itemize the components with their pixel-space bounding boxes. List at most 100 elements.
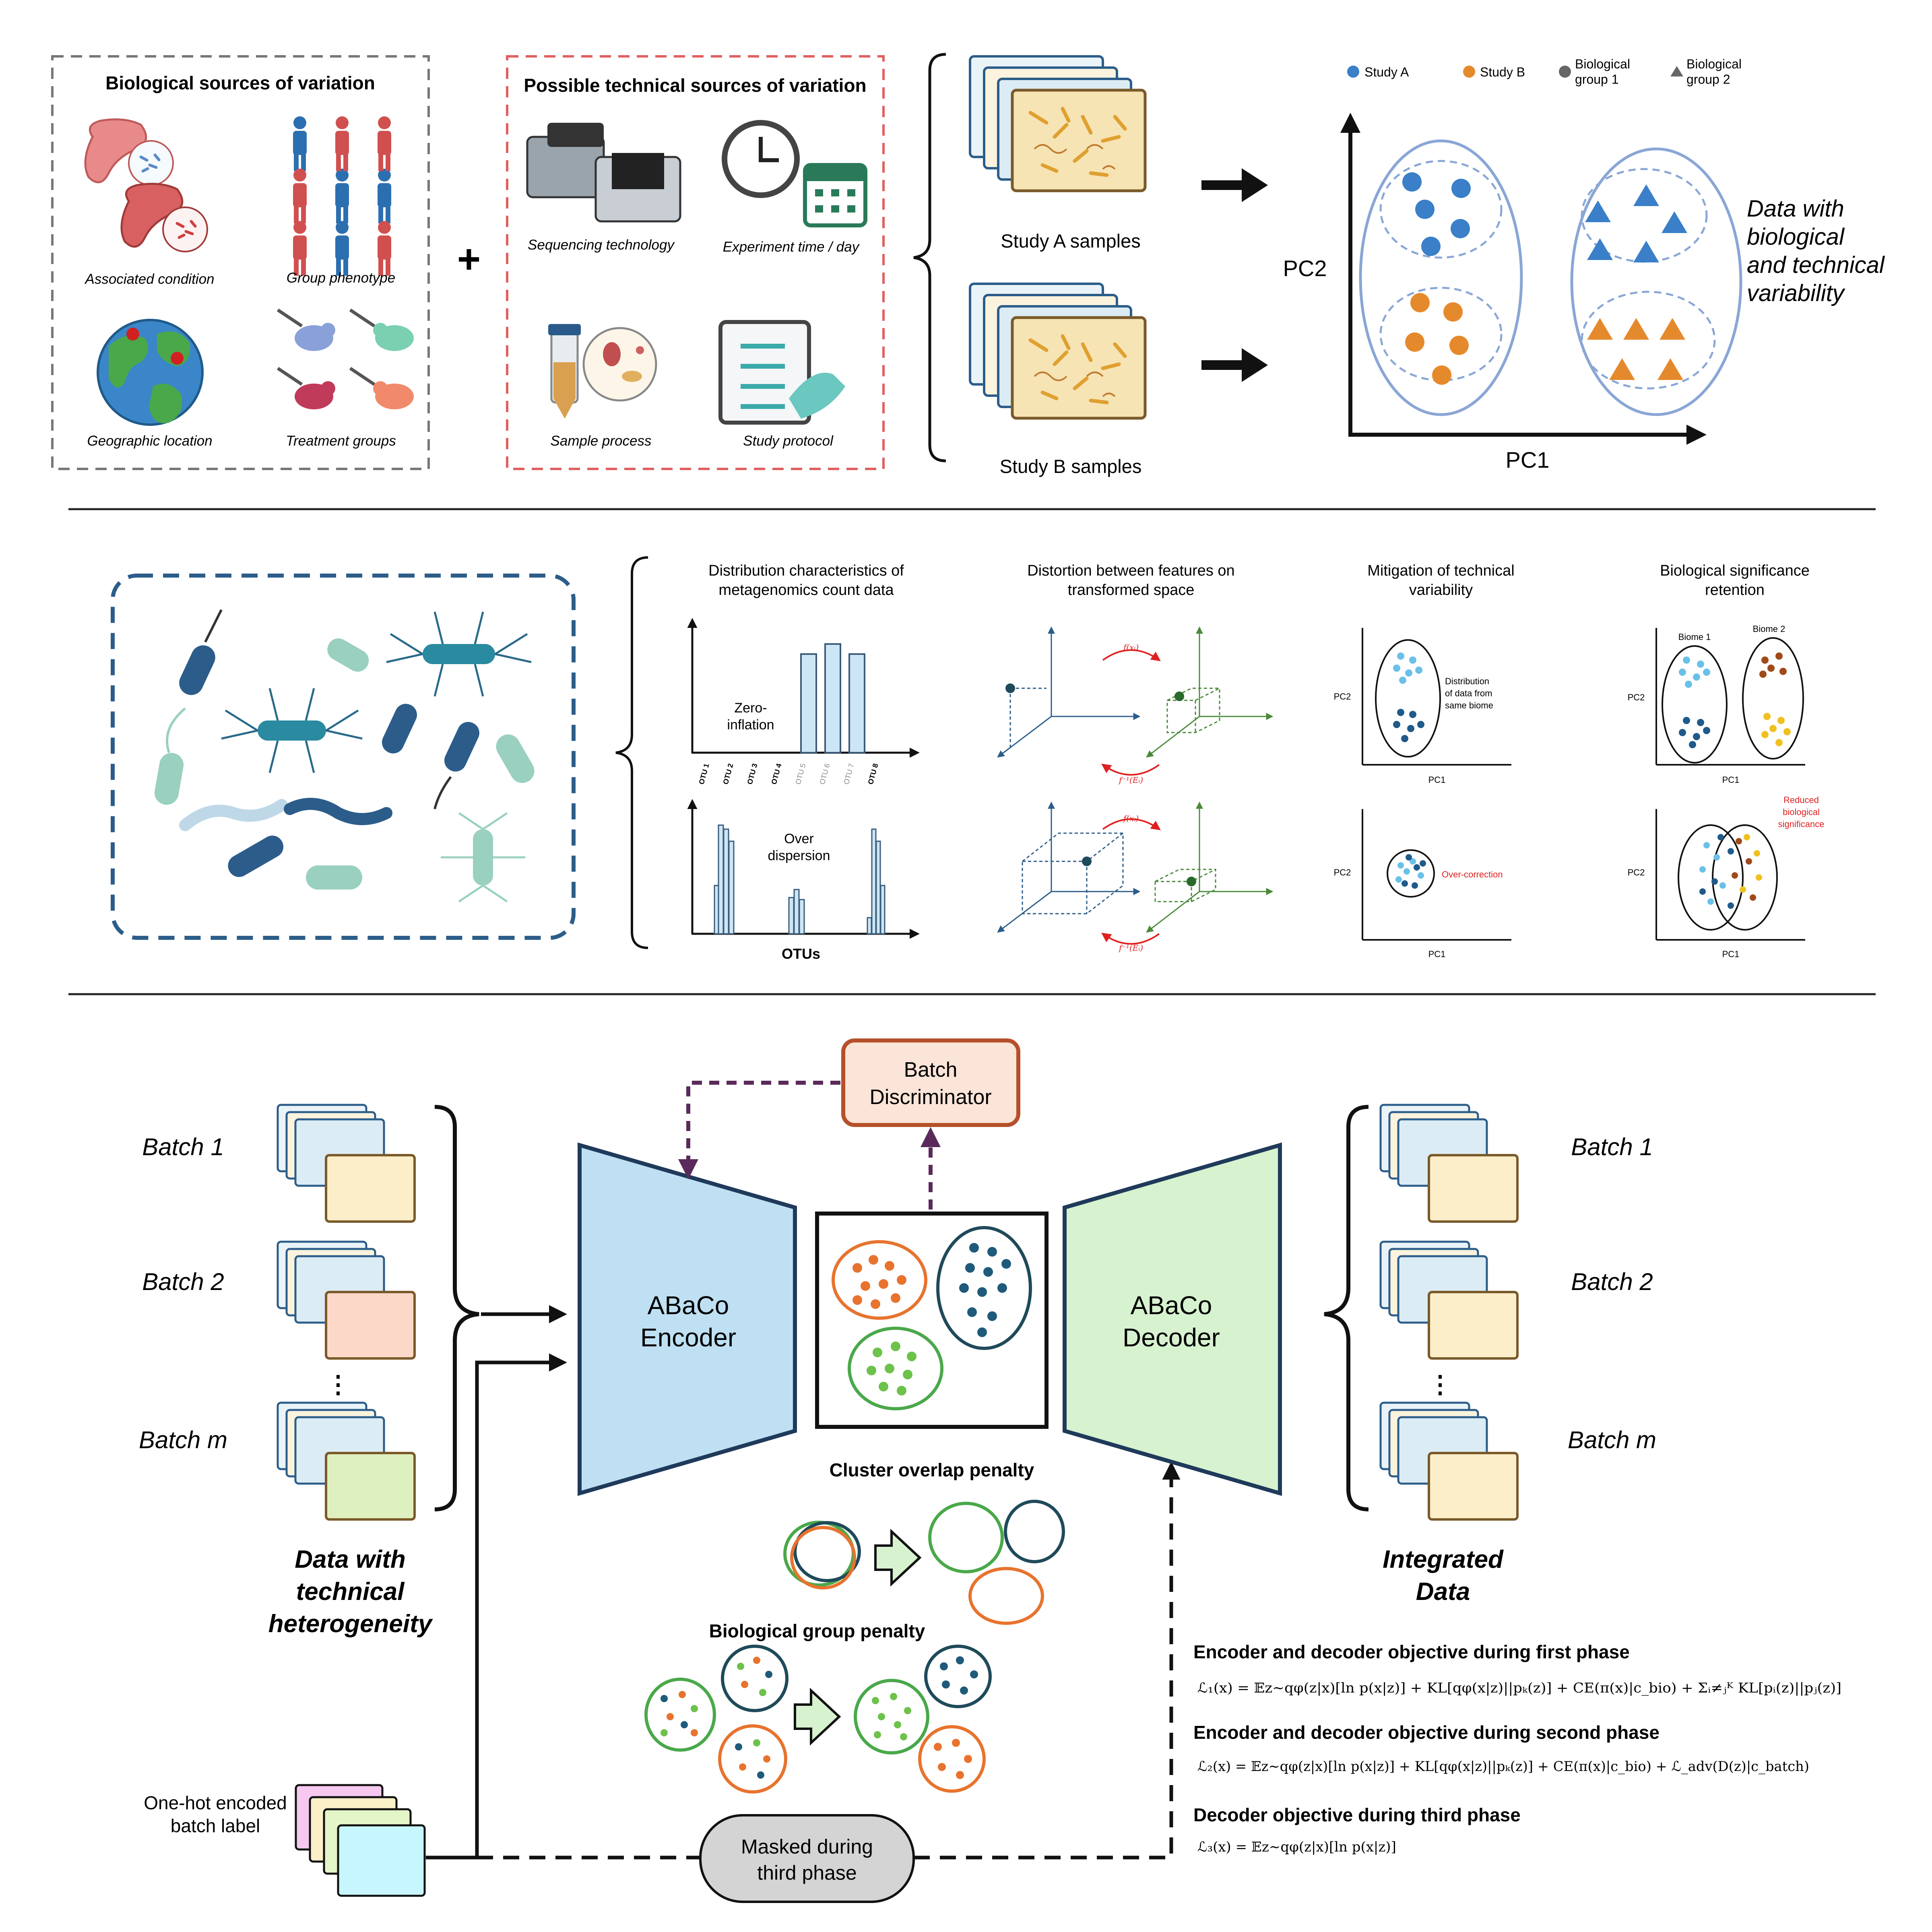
legend-study-b: Study B [1480,65,1525,79]
zero-inflation-bar [848,653,865,753]
pca-pc1-label: PC1 [1506,447,1550,473]
obj2-formula: ℒ₂(x) = 𝔼z∼qφ(z|x)[ln p(x|z)] + KL[qφ(x|… [1197,1759,1809,1775]
globe-icon [97,319,204,426]
col3-title-line2: variability [1409,582,1473,599]
masked-line2: third phase [757,1862,857,1884]
side-note-line1: Data with [1747,196,1844,222]
over-correction-label: Over-correction [1442,869,1503,879]
panel-a: Biological sources of variation Associat… [51,53,1885,477]
otu-label: OTU 5 [794,763,807,785]
col4-title-line1: Biological significance [1660,562,1810,579]
zero-inflation-line2: inflation [727,717,774,733]
study-a-group2-points [1585,184,1687,262]
study-b-label: Study B samples [1000,456,1142,477]
encoder-line1: ABaCo [648,1291,729,1320]
discriminator-line1: Batch [904,1058,958,1082]
batch-2-label-right: Batch 2 [1571,1268,1653,1295]
legend: Study A Study B Biological group 1 Biolo… [1347,57,1742,87]
onehot-arrow-to-encoder [426,1353,567,1860]
biome1-ellipse [1662,645,1728,764]
retention-pc1-bottom: PC1 [1722,949,1740,959]
mitigation-pc2-bottom: PC2 [1334,867,1351,877]
mitigation-axes-bottom [1362,809,1511,941]
sequencer-icon [526,123,681,223]
batch-1-label-left: Batch 1 [142,1133,224,1160]
study-b-samples-stack [970,284,1145,418]
distribution-note-line1: Distribution [1445,676,1489,686]
obj3-title: Decoder objective during third phase [1193,1804,1521,1825]
vdots-right: ⋮ [1428,1371,1452,1398]
bio-penalty-label: Biological group penalty [709,1620,925,1641]
brace-left [434,1105,479,1511]
retention-pc2-top: PC2 [1628,692,1645,702]
onehot-stack [295,1784,426,1897]
right-caption-line1: Integrated [1383,1546,1504,1573]
bio-item-associated-condition: Associated condition [84,271,214,287]
people-icon [293,116,391,276]
microbe-box [111,574,576,940]
onehot-line1: One-hot encoded [144,1792,287,1813]
otu-label: OTU 1 [698,763,711,785]
legend-study-a-marker [1347,66,1359,78]
fx-label-bottom: f(xᵢ) [1123,813,1139,823]
legend-group1-line2: group 1 [1575,72,1619,87]
legend-group2-marker [1670,66,1683,76]
side-note: Data with biological and technical varia… [1747,196,1885,306]
vdots-left: ⋮ [326,1371,350,1398]
encoder-trapezoid [578,1142,797,1496]
batch-2-label-left: Batch 2 [142,1268,224,1295]
finv-label-top: f⁻¹(Eᵢ) [1118,775,1143,785]
mitigation-pc2-top: PC2 [1334,691,1351,702]
zero-inflation-bars [800,643,865,753]
mitigation-points-top [1393,652,1424,742]
biome2-label: Biome 2 [1753,624,1785,634]
microbes-illustration [154,609,535,903]
panel-c: Batch 1 Batch 2 Batch m ⋮ Data with tech… [139,1038,1841,1903]
left-caption-line3: heterogeneity [268,1610,433,1638]
col1-title-line2: metagenomics count data [718,582,894,599]
distribution-note-line2: of data from [1445,688,1492,698]
cluster-penalty-label: Cluster overlap penalty [830,1459,1034,1480]
biome-points-top [1679,652,1791,748]
study-b-group2-points [1587,318,1685,380]
mitigation-pc1-top: PC1 [1428,775,1446,785]
batch-1-stack-left [278,1105,416,1223]
objectives: Encoder and decoder objective during fir… [1193,1641,1841,1855]
batch-1-label-right: Batch 1 [1571,1133,1653,1160]
fx-label-top: f(xᵢ) [1123,642,1139,652]
otu-label: OTU 4 [770,763,783,785]
bio-sources-title: Biological sources of variation [105,72,375,93]
right-caption-line2: Data [1416,1578,1470,1606]
decoder-line2: Decoder [1123,1323,1220,1352]
distribution-note-line3: same biome [1445,700,1493,710]
pca-pc2-label: PC2 [1283,256,1327,281]
zero-inflation-bar [800,653,817,753]
legend-group2-line2: group 2 [1686,72,1730,87]
masked-line1: Masked during [741,1835,873,1858]
legend-study-b-marker [1463,66,1475,78]
tech-item-experiment-time: Experiment time / day [723,239,860,255]
group2-ellipse [1570,147,1742,416]
obj3-formula: ℒ₃(x) = 𝔼z∼qφ(z|x)[ln p(x|z)] [1197,1839,1396,1855]
batch-m-label-left: Batch m [139,1426,227,1453]
study-a-group1-points [1402,172,1471,256]
overlap-ellipse-2 [1712,824,1778,931]
mitigation-pc1-bottom: PC1 [1428,949,1446,959]
study-b-group1-points [1405,293,1469,385]
transform-plot-bottom [997,801,1274,945]
obj1-title: Encoder and decoder objective during fir… [1193,1641,1630,1662]
otu-labels: OTU 1 OTU 2 OTU 3 OTU 4 OTU 5 OTU 6 OTU … [698,763,880,785]
encoder-line2: Encoder [640,1323,736,1352]
discriminator-to-encoder [678,1081,840,1179]
tech-item-study-protocol: Study protocol [743,433,834,449]
group1-study-a-ellipse [1379,160,1503,259]
over-dispersion-line1: Over [784,831,814,846]
zero-inflation-bar [824,643,841,753]
brace-b [615,556,648,949]
bio-penalty-illustration [644,1645,992,1794]
legend-group2-line1: Biological [1686,57,1742,71]
legend-group1-marker [1559,66,1571,78]
arrow-study-a [1201,168,1268,202]
arrow-study-b [1201,348,1268,382]
bio-item-geographic-location: Geographic location [87,433,212,449]
